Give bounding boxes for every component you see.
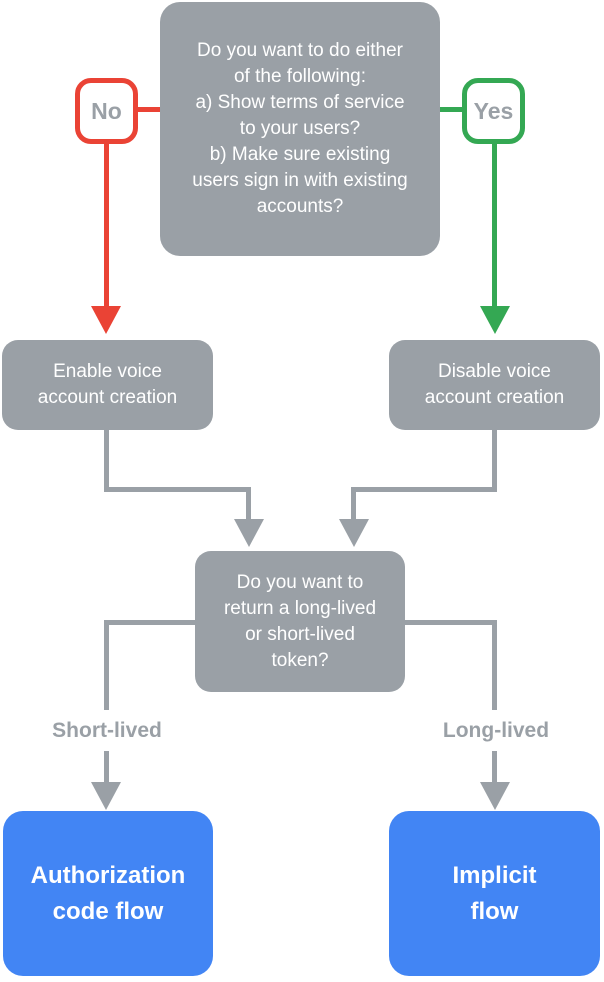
no-branch-vertical-line xyxy=(104,140,109,308)
no-branch-arrowhead-icon xyxy=(91,306,121,334)
disable-box-stem-line xyxy=(492,425,497,490)
long-lived-edge-label: Long-lived xyxy=(410,710,582,751)
enable-box-stem-line xyxy=(104,425,109,490)
long-lived-arrowhead-icon xyxy=(480,782,510,810)
authorization-code-flow-node: Authorization code flow xyxy=(3,811,213,976)
yes-branch-arrowhead-icon xyxy=(480,306,510,334)
disable-to-question-arrowhead-icon xyxy=(339,519,369,547)
no-branch-horizontal-line xyxy=(130,107,165,112)
enable-voice-account-creation-node: Enable voice account creation xyxy=(2,340,213,430)
yes-branch-horizontal-line xyxy=(435,107,465,112)
implicit-flow-node: Implicit flow xyxy=(389,811,600,976)
yes-badge: Yes xyxy=(462,78,525,144)
short-lived-edge-label: Short-lived xyxy=(21,710,193,751)
long-lived-horizontal-line xyxy=(402,620,497,625)
short-lived-vertical-line xyxy=(104,620,109,785)
disable-box-drop-line xyxy=(351,487,356,522)
enable-box-drop-line xyxy=(246,487,251,522)
top-question-node: Do you want to do either of the followin… xyxy=(160,2,440,256)
no-badge: No xyxy=(75,78,138,144)
short-lived-arrowhead-icon xyxy=(91,782,121,810)
disable-voice-account-creation-node: Disable voice account creation xyxy=(389,340,600,430)
disable-box-horizontal-line xyxy=(351,487,497,492)
yes-branch-vertical-line xyxy=(492,140,497,308)
long-lived-vertical-line xyxy=(492,620,497,785)
token-question-node: Do you want to return a long-lived or sh… xyxy=(195,551,405,692)
enable-to-question-arrowhead-icon xyxy=(234,519,264,547)
enable-box-horizontal-line xyxy=(104,487,251,492)
short-lived-horizontal-line xyxy=(104,620,199,625)
